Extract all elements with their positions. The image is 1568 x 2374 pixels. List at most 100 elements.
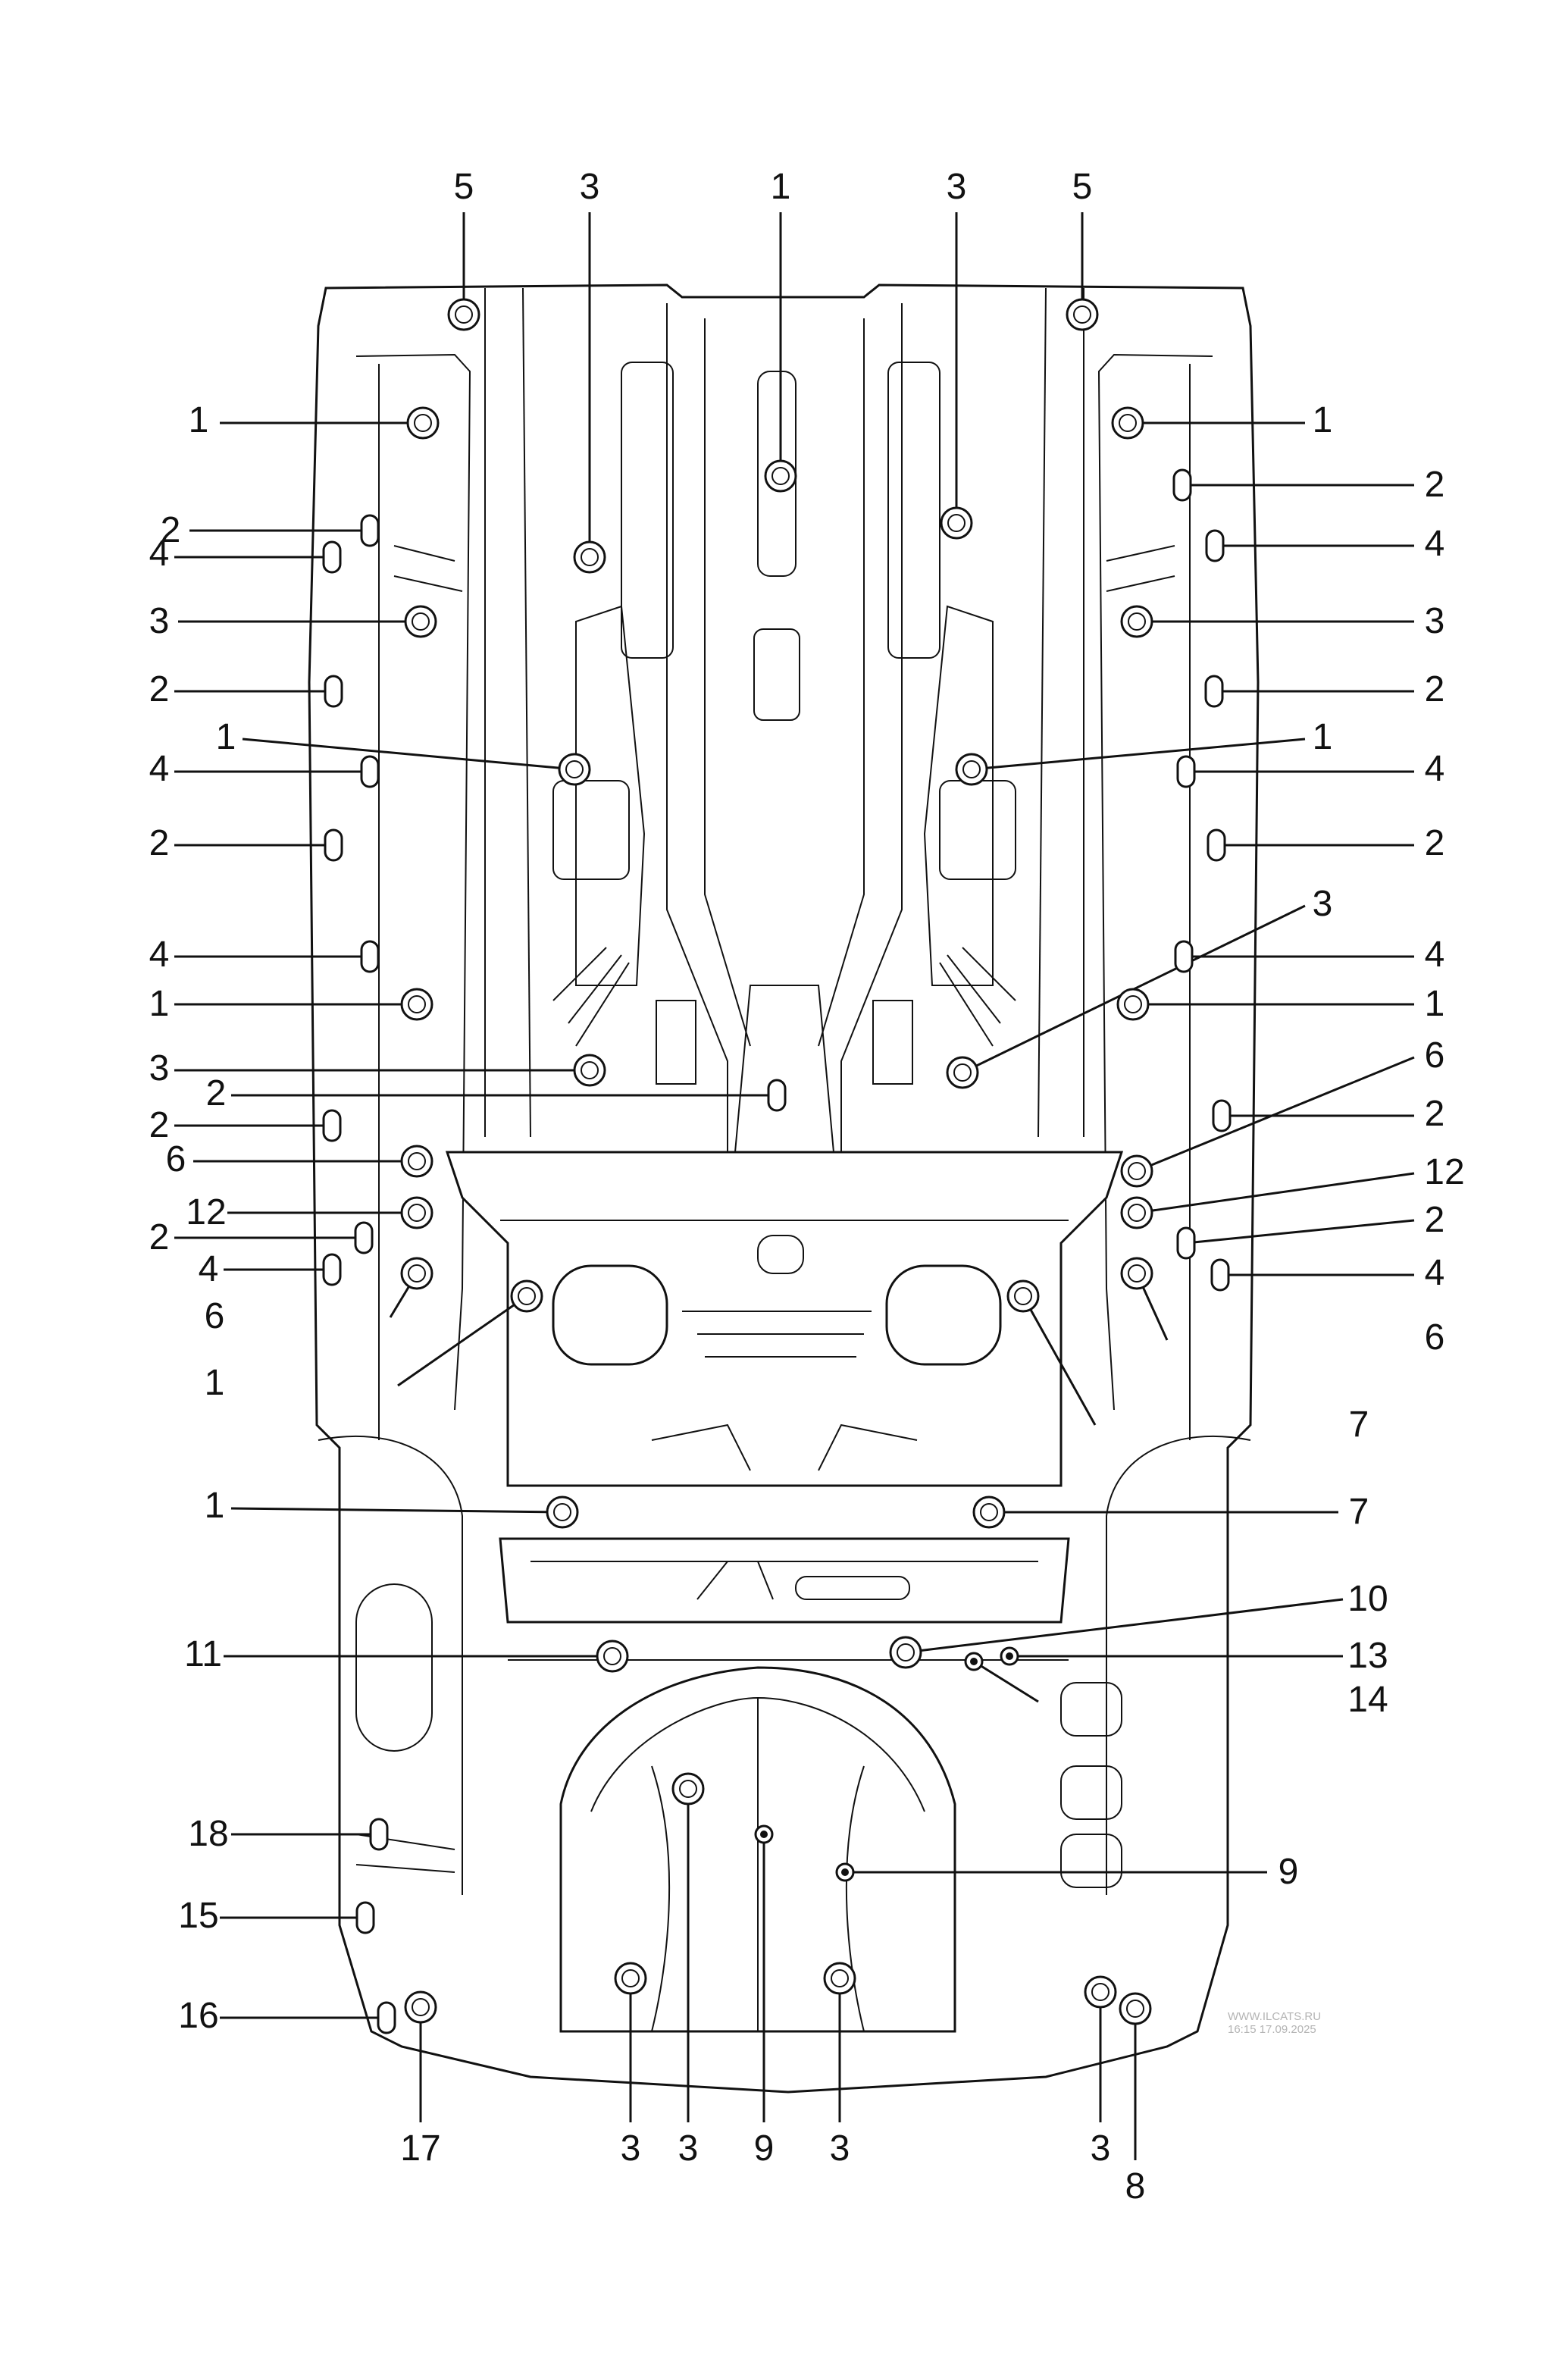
callout-number: 4 [199, 1249, 219, 1289]
round-plug [573, 540, 606, 574]
callout-number: 1 [205, 1363, 225, 1403]
oval-plug [322, 1253, 342, 1286]
round-plug [558, 753, 591, 786]
callout-number: 6 [205, 1296, 225, 1336]
oval-plug [1204, 675, 1224, 708]
leader-line [1136, 1056, 1415, 1173]
callout-number: 2 [149, 669, 170, 709]
round-plug-inner [408, 1152, 426, 1170]
oval-plug [1212, 1099, 1232, 1132]
round-plug-inner [1014, 1287, 1032, 1305]
round-plug-inner [1128, 1162, 1146, 1180]
callout-number: 3 [1313, 884, 1333, 924]
callout-number: 14 [1347, 1680, 1388, 1720]
round-plug [406, 406, 440, 440]
small-plug-dot [970, 1658, 978, 1665]
callout-number: 2 [161, 510, 181, 550]
round-plug-inner [1128, 1204, 1146, 1222]
callout-number: 3 [678, 2128, 699, 2169]
callout-number: 5 [1072, 167, 1093, 207]
small-plug-dot [760, 1831, 768, 1838]
oval-plug [324, 828, 343, 862]
small-plug-dot [1006, 1652, 1013, 1660]
leader-line [905, 1598, 1344, 1654]
leader-line [1136, 1172, 1415, 1214]
callout-number: 4 [149, 935, 170, 975]
round-plug [1111, 406, 1144, 440]
callout-number: 2 [1425, 1200, 1445, 1240]
callout-number: 6 [166, 1139, 186, 1179]
callout-number: 15 [178, 1896, 218, 1936]
round-plug [1084, 1975, 1117, 2009]
oval-plug [369, 1818, 389, 1851]
leader-line [971, 738, 1306, 771]
callout-number: 4 [149, 749, 170, 789]
round-plug [972, 1495, 1006, 1529]
round-plug-inner [581, 1061, 599, 1079]
oval-plug [355, 1901, 375, 1934]
round-plug-inner [771, 467, 790, 485]
callout-number: 3 [149, 601, 170, 641]
round-plug [400, 1145, 433, 1178]
round-plug [596, 1640, 629, 1673]
round-plug-inner [1128, 612, 1146, 631]
callout-number: 2 [1425, 465, 1445, 505]
callout-number: 3 [1425, 601, 1445, 641]
round-plug-inner [1073, 305, 1091, 324]
leader-line [242, 738, 575, 771]
leader-line [1185, 1219, 1415, 1245]
oval-plug [360, 940, 380, 973]
round-plug [1066, 298, 1099, 331]
callout-number: 17 [400, 2128, 440, 2169]
round-plug [955, 753, 988, 786]
callout-number: 1 [1313, 400, 1333, 440]
leader-line [1022, 1295, 1097, 1426]
round-plug-inner [603, 1647, 621, 1665]
oval-plug [322, 1109, 342, 1142]
callout-number: 3 [580, 167, 600, 207]
round-plug [946, 1056, 979, 1089]
oval-plug [1205, 529, 1225, 562]
round-plug-inner [412, 1998, 430, 2016]
round-plug-inner [679, 1780, 697, 1798]
callout-number: 12 [186, 1192, 226, 1232]
callout-number: 6 [1425, 1317, 1445, 1358]
round-plug-inner [1124, 995, 1142, 1013]
callout-number: 1 [216, 717, 236, 757]
round-plug [671, 1772, 705, 1806]
floor-rails [393, 362, 1175, 1085]
round-plug [823, 1962, 856, 1995]
round-plug [889, 1636, 922, 1669]
round-plug [400, 988, 433, 1021]
callout-number: 2 [149, 823, 170, 863]
round-plug [614, 1962, 647, 1995]
plug-markers [322, 298, 1232, 2034]
round-plug [400, 1257, 433, 1290]
round-plug [1120, 1257, 1153, 1290]
callout-number: 2 [1425, 669, 1445, 709]
round-plug-inner [518, 1287, 536, 1305]
round-plug [447, 298, 480, 331]
leader-line [230, 1507, 563, 1514]
callout-number: 4 [1425, 1253, 1445, 1293]
callout-number: 1 [1313, 717, 1333, 757]
callout-number: 5 [454, 167, 474, 207]
round-plug [404, 605, 437, 638]
callout-number: 8 [1125, 2166, 1146, 2206]
round-plug [1006, 1279, 1040, 1313]
callout-number: 18 [188, 1814, 228, 1854]
oval-plug [1210, 1258, 1230, 1292]
leader-line [973, 1660, 1039, 1703]
callout-number: 7 [1349, 1492, 1369, 1532]
round-plug-inner [1091, 1983, 1109, 2001]
round-plug-inner [565, 760, 584, 778]
oval-plug [1174, 940, 1194, 973]
round-plug [1119, 1992, 1152, 2025]
round-plug-inner [831, 1969, 849, 1987]
callout-number: 13 [1347, 1636, 1388, 1676]
callout-number: 4 [1425, 935, 1445, 975]
round-plug [510, 1279, 543, 1313]
